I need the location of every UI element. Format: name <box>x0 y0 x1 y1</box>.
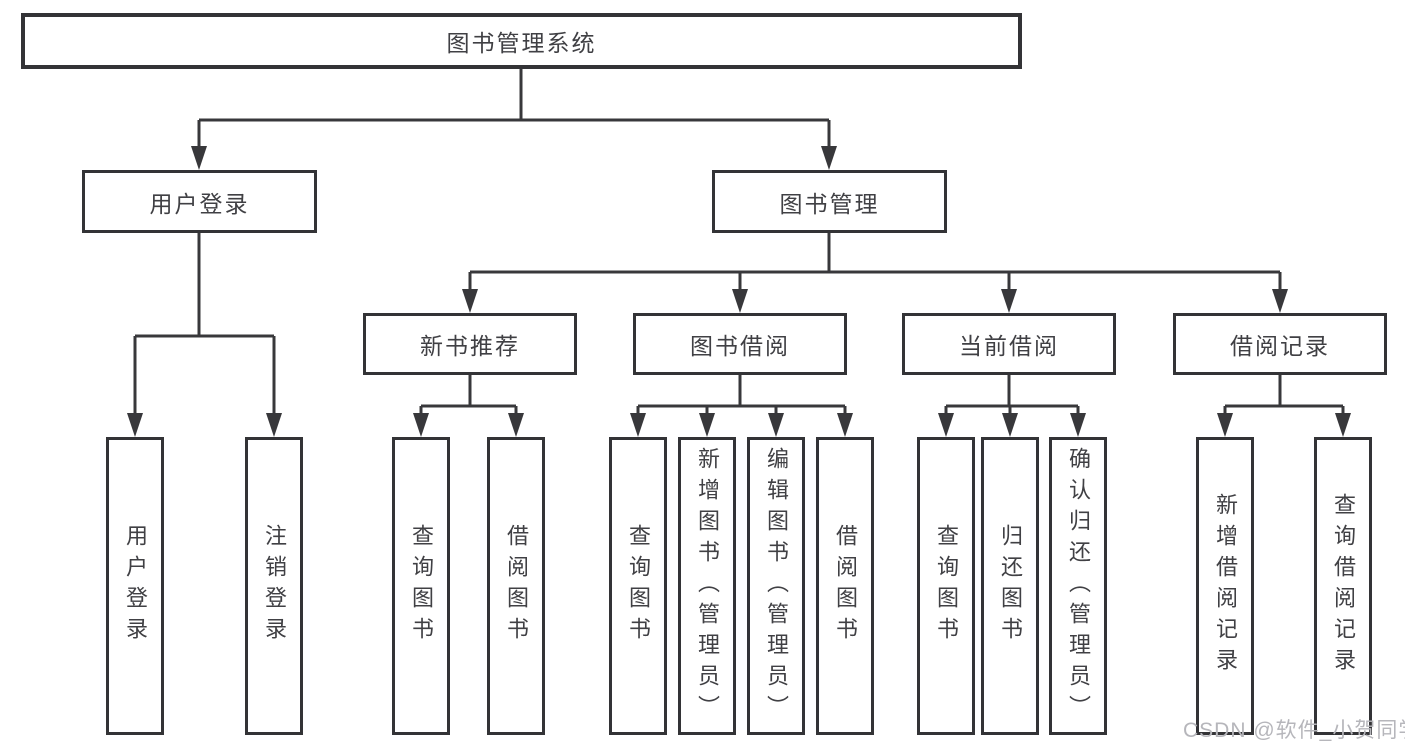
node-label: 查询图书 <box>626 524 651 648</box>
arrowhead <box>837 413 853 437</box>
node-label: 编辑图书（管理员） <box>764 446 789 726</box>
leaf-query-book-recommend: 查询图书 <box>392 437 450 735</box>
arrowhead <box>1272 289 1288 313</box>
arrowhead <box>127 413 143 437</box>
node-book-management: 图书管理 <box>712 170 947 233</box>
arrowhead <box>732 289 748 313</box>
node-label: 查询图书 <box>409 524 434 648</box>
node-label: 查询借阅记录 <box>1331 493 1356 679</box>
node-label: 图书管理系统 <box>446 30 597 56</box>
arrowhead <box>938 413 954 437</box>
arrowhead <box>462 289 478 313</box>
leaf-return-book: 归还图书 <box>981 437 1039 735</box>
arrowhead <box>1001 289 1017 313</box>
leaf-edit-book-admin: 编辑图书（管理员） <box>747 437 805 735</box>
connector-root <box>191 69 837 170</box>
leaf-add-borrow-record: 新增借阅记录 <box>1196 437 1254 735</box>
node-user-login: 用户登录 <box>82 170 317 233</box>
node-current-borrow: 当前借阅 <box>902 313 1116 375</box>
leaf-confirm-return-admin: 确认归还（管理员） <box>1049 437 1107 735</box>
arrowhead <box>266 413 282 437</box>
arrowhead <box>1002 413 1018 437</box>
arrowhead <box>699 413 715 437</box>
arrowhead <box>821 146 837 170</box>
connector-book-management <box>462 233 1288 313</box>
node-label: 图书管理 <box>779 190 880 217</box>
node-label: 借阅图书 <box>833 524 858 648</box>
arrowhead <box>413 413 429 437</box>
node-label: 注销登录 <box>262 524 287 648</box>
leaf-borrow-book-recommend: 借阅图书 <box>487 437 545 735</box>
node-library-management-system: 图书管理系统 <box>21 13 1022 69</box>
node-label: 新增借阅记录 <box>1213 493 1238 679</box>
node-label: 借阅图书 <box>504 524 529 648</box>
node-label: 借阅记录 <box>1230 333 1330 359</box>
connector-book-borrow <box>630 375 853 437</box>
connector-new-book <box>413 375 524 437</box>
connector-current-borrow <box>938 375 1086 437</box>
leaf-query-borrow-record: 查询借阅记录 <box>1314 437 1372 735</box>
leaf-logout: 注销登录 <box>245 437 303 735</box>
node-label: 图书借阅 <box>690 333 790 359</box>
connector-borrow-record <box>1217 375 1351 437</box>
arrowhead <box>1335 413 1351 437</box>
arrowhead <box>508 413 524 437</box>
node-book-borrow: 图书借阅 <box>633 313 847 375</box>
node-label: 新增图书（管理员） <box>695 446 720 726</box>
arrowhead <box>768 413 784 437</box>
connector-user-login <box>127 233 282 437</box>
arrowhead <box>191 146 207 170</box>
leaf-query-book-borrow: 查询图书 <box>609 437 667 735</box>
node-label: 当前借阅 <box>959 333 1059 359</box>
node-label: 新书推荐 <box>420 333 520 359</box>
node-label: 归还图书 <box>998 524 1023 648</box>
node-label: 用户登录 <box>123 524 148 648</box>
node-label: 确认归还（管理员） <box>1066 446 1091 726</box>
arrowhead <box>1217 413 1233 437</box>
csdn-watermark: CSDN @软件_小贺同学 <box>1183 719 1405 742</box>
node-borrow-record: 借阅记录 <box>1173 313 1387 375</box>
arrowhead <box>630 413 646 437</box>
arrowhead <box>1070 413 1086 437</box>
node-label: 查询图书 <box>934 524 959 648</box>
leaf-borrow-book: 借阅图书 <box>816 437 874 735</box>
node-label: 用户登录 <box>149 190 250 217</box>
leaf-user-login: 用户登录 <box>106 437 164 735</box>
leaf-add-book-admin: 新增图书（管理员） <box>678 437 736 735</box>
node-new-book-recommend: 新书推荐 <box>363 313 577 375</box>
leaf-query-book-current: 查询图书 <box>917 437 975 735</box>
